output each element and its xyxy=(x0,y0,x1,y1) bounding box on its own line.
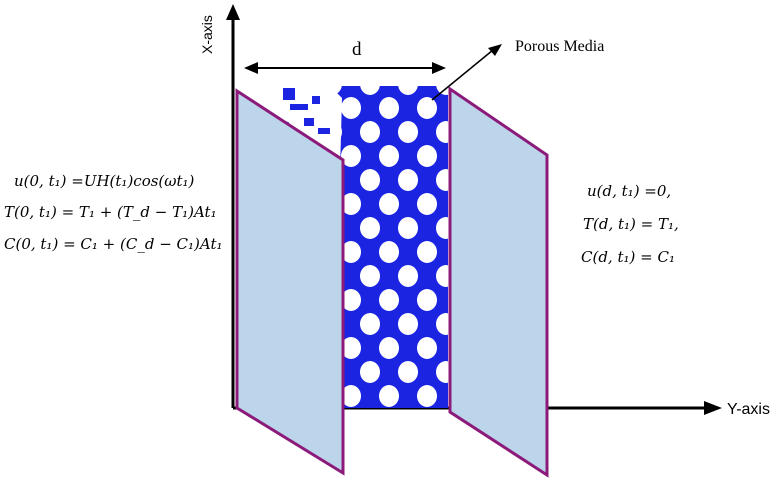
porous-media-pointer-head xyxy=(488,44,502,56)
x-axis-arrowhead xyxy=(226,4,240,20)
porous-media-pointer xyxy=(431,49,494,101)
gap-arrow-left xyxy=(244,62,258,74)
left-condition-velocity: u(0, t₁) =UH(t₁)cos(ωt₁) xyxy=(14,172,195,190)
gap-arrow-right xyxy=(432,62,446,74)
y-axis-arrowhead xyxy=(704,401,722,415)
right-condition-temperature: T(d, t₁) = T₁, xyxy=(583,215,679,233)
x-axis-label: X-axis xyxy=(199,15,215,54)
y-axis-label: Y-axis xyxy=(727,401,770,418)
porous-media-fragments xyxy=(283,88,330,134)
right-condition-concentration: C(d, t₁) = C₁ xyxy=(581,248,675,266)
right-plate xyxy=(448,86,549,478)
left-plate xyxy=(235,88,345,476)
right-condition-velocity: u(d, t₁) =0, xyxy=(587,182,671,200)
left-condition-temperature: T(0, t₁) = T₁ + (T_d − T₁)At₁ xyxy=(4,203,217,221)
porous-media-label: Porous Media xyxy=(515,38,604,55)
gap-label: d xyxy=(352,39,362,60)
left-condition-concentration: C(0, t₁) = C₁ + (C_d − C₁)At₁ xyxy=(4,235,223,253)
